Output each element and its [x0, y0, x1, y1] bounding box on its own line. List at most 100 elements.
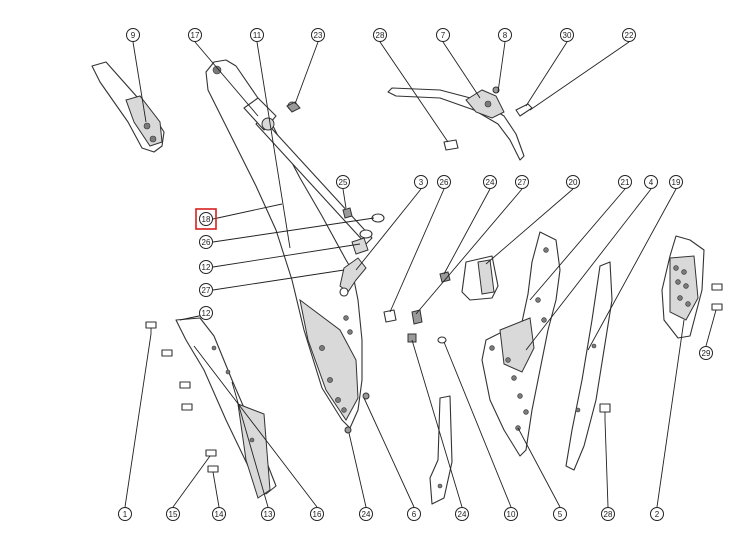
callout-7: 7 [436, 28, 450, 42]
callout-25: 25 [336, 175, 350, 189]
callout-30: 30 [560, 28, 574, 42]
callout-circle [437, 175, 451, 189]
callout-number: 12 [202, 309, 211, 318]
callout-circle [515, 175, 529, 189]
callout-number: 30 [563, 31, 572, 40]
callout-circle [504, 507, 518, 521]
callout-circle [199, 212, 213, 226]
callout-circle [483, 175, 497, 189]
callout-number: 15 [169, 510, 178, 519]
callout-20: 20 [566, 175, 580, 189]
callout-circle [336, 175, 350, 189]
callout-circle [644, 175, 658, 189]
hardware-column-24 [344, 392, 370, 434]
callout-circle [560, 28, 574, 42]
callout-number: 28 [376, 31, 385, 40]
callout-number: 6 [412, 510, 417, 519]
callout-2: 2 [650, 507, 664, 521]
callout-number: 28 [604, 510, 613, 519]
callout-circle [669, 175, 683, 189]
callout-number: 4 [649, 178, 654, 187]
callout-5: 5 [553, 507, 567, 521]
callout-number: 21 [621, 178, 630, 187]
callout-circle [699, 346, 713, 360]
callout-circle [311, 28, 325, 42]
callout-27: 27 [515, 175, 529, 189]
callout-circle [359, 507, 373, 521]
callout-number: 24 [362, 510, 371, 519]
nuts-mid [383, 271, 451, 344]
callout-number: 5 [558, 510, 563, 519]
callout-circle [118, 507, 132, 521]
callout-number: 7 [441, 31, 446, 40]
callout-number: 19 [672, 178, 681, 187]
callout-3: 3 [414, 175, 428, 189]
callout-19: 19 [669, 175, 683, 189]
callout-circle [310, 507, 324, 521]
part-9-bracket [91, 61, 165, 153]
callout-circle [553, 507, 567, 521]
part-7-curved-lever [387, 86, 533, 161]
callout-number: 12 [202, 263, 211, 272]
callout-number: 25 [339, 178, 348, 187]
callout-26: 26 [199, 235, 213, 249]
callout-number: 29 [702, 349, 711, 358]
callout-12: 12 [199, 260, 213, 274]
callout-circle [126, 28, 140, 42]
callout-circle [373, 28, 387, 42]
callout-circle [436, 28, 450, 42]
callout-circle [455, 507, 469, 521]
callout-number: 14 [215, 510, 224, 519]
callout-17: 17 [188, 28, 202, 42]
callout-28: 28 [601, 507, 615, 521]
callout-number: 27 [518, 178, 527, 187]
callout-circle [199, 235, 213, 249]
callout-6: 6 [407, 507, 421, 521]
callout-circle [618, 175, 632, 189]
callout-circle [414, 175, 428, 189]
callout-number: 26 [202, 238, 211, 247]
callout-number: 24 [486, 178, 495, 187]
part-10-blade [429, 395, 453, 505]
callout-4: 4 [644, 175, 658, 189]
part-2-right-plate [661, 235, 705, 339]
callout-29: 29 [699, 346, 713, 360]
callout-15: 15 [166, 507, 180, 521]
callout-number: 2 [655, 510, 660, 519]
callout-number: 23 [314, 31, 323, 40]
callout-number: 13 [264, 510, 273, 519]
callout-26: 26 [437, 175, 451, 189]
callout-circle [622, 28, 636, 42]
callout-circle [199, 306, 213, 320]
callout-14: 14 [212, 507, 226, 521]
callout-23: 23 [311, 28, 325, 42]
callout-13: 13 [261, 507, 275, 521]
callout-circle [650, 507, 664, 521]
callout-number: 17 [191, 31, 200, 40]
callout-16: 16 [310, 507, 324, 521]
callout-28: 28 [373, 28, 387, 42]
callout-circle [498, 28, 512, 42]
callout-number: 3 [419, 178, 424, 187]
leader-lines [124, 41, 717, 508]
part-19-slim-plate [565, 261, 613, 471]
callout-9: 9 [126, 28, 140, 42]
callout-circle [261, 507, 275, 521]
callout-number: 24 [458, 510, 467, 519]
highlight-box [195, 208, 217, 230]
callout-21: 21 [618, 175, 632, 189]
callout-number: 18 [202, 215, 211, 224]
callout-10: 10 [504, 507, 518, 521]
callout-27: 27 [199, 283, 213, 297]
callout-circle [166, 507, 180, 521]
callout-8: 8 [498, 28, 512, 42]
parts-drawing [91, 59, 723, 505]
bolt-28-bottom [599, 403, 611, 420]
callout-number: 11 [253, 31, 262, 40]
callout-18: 18 [195, 208, 217, 230]
callout-circle [212, 507, 226, 521]
callout-circle [199, 283, 213, 297]
bolts-left [145, 321, 219, 473]
callout-number: 20 [569, 178, 578, 187]
